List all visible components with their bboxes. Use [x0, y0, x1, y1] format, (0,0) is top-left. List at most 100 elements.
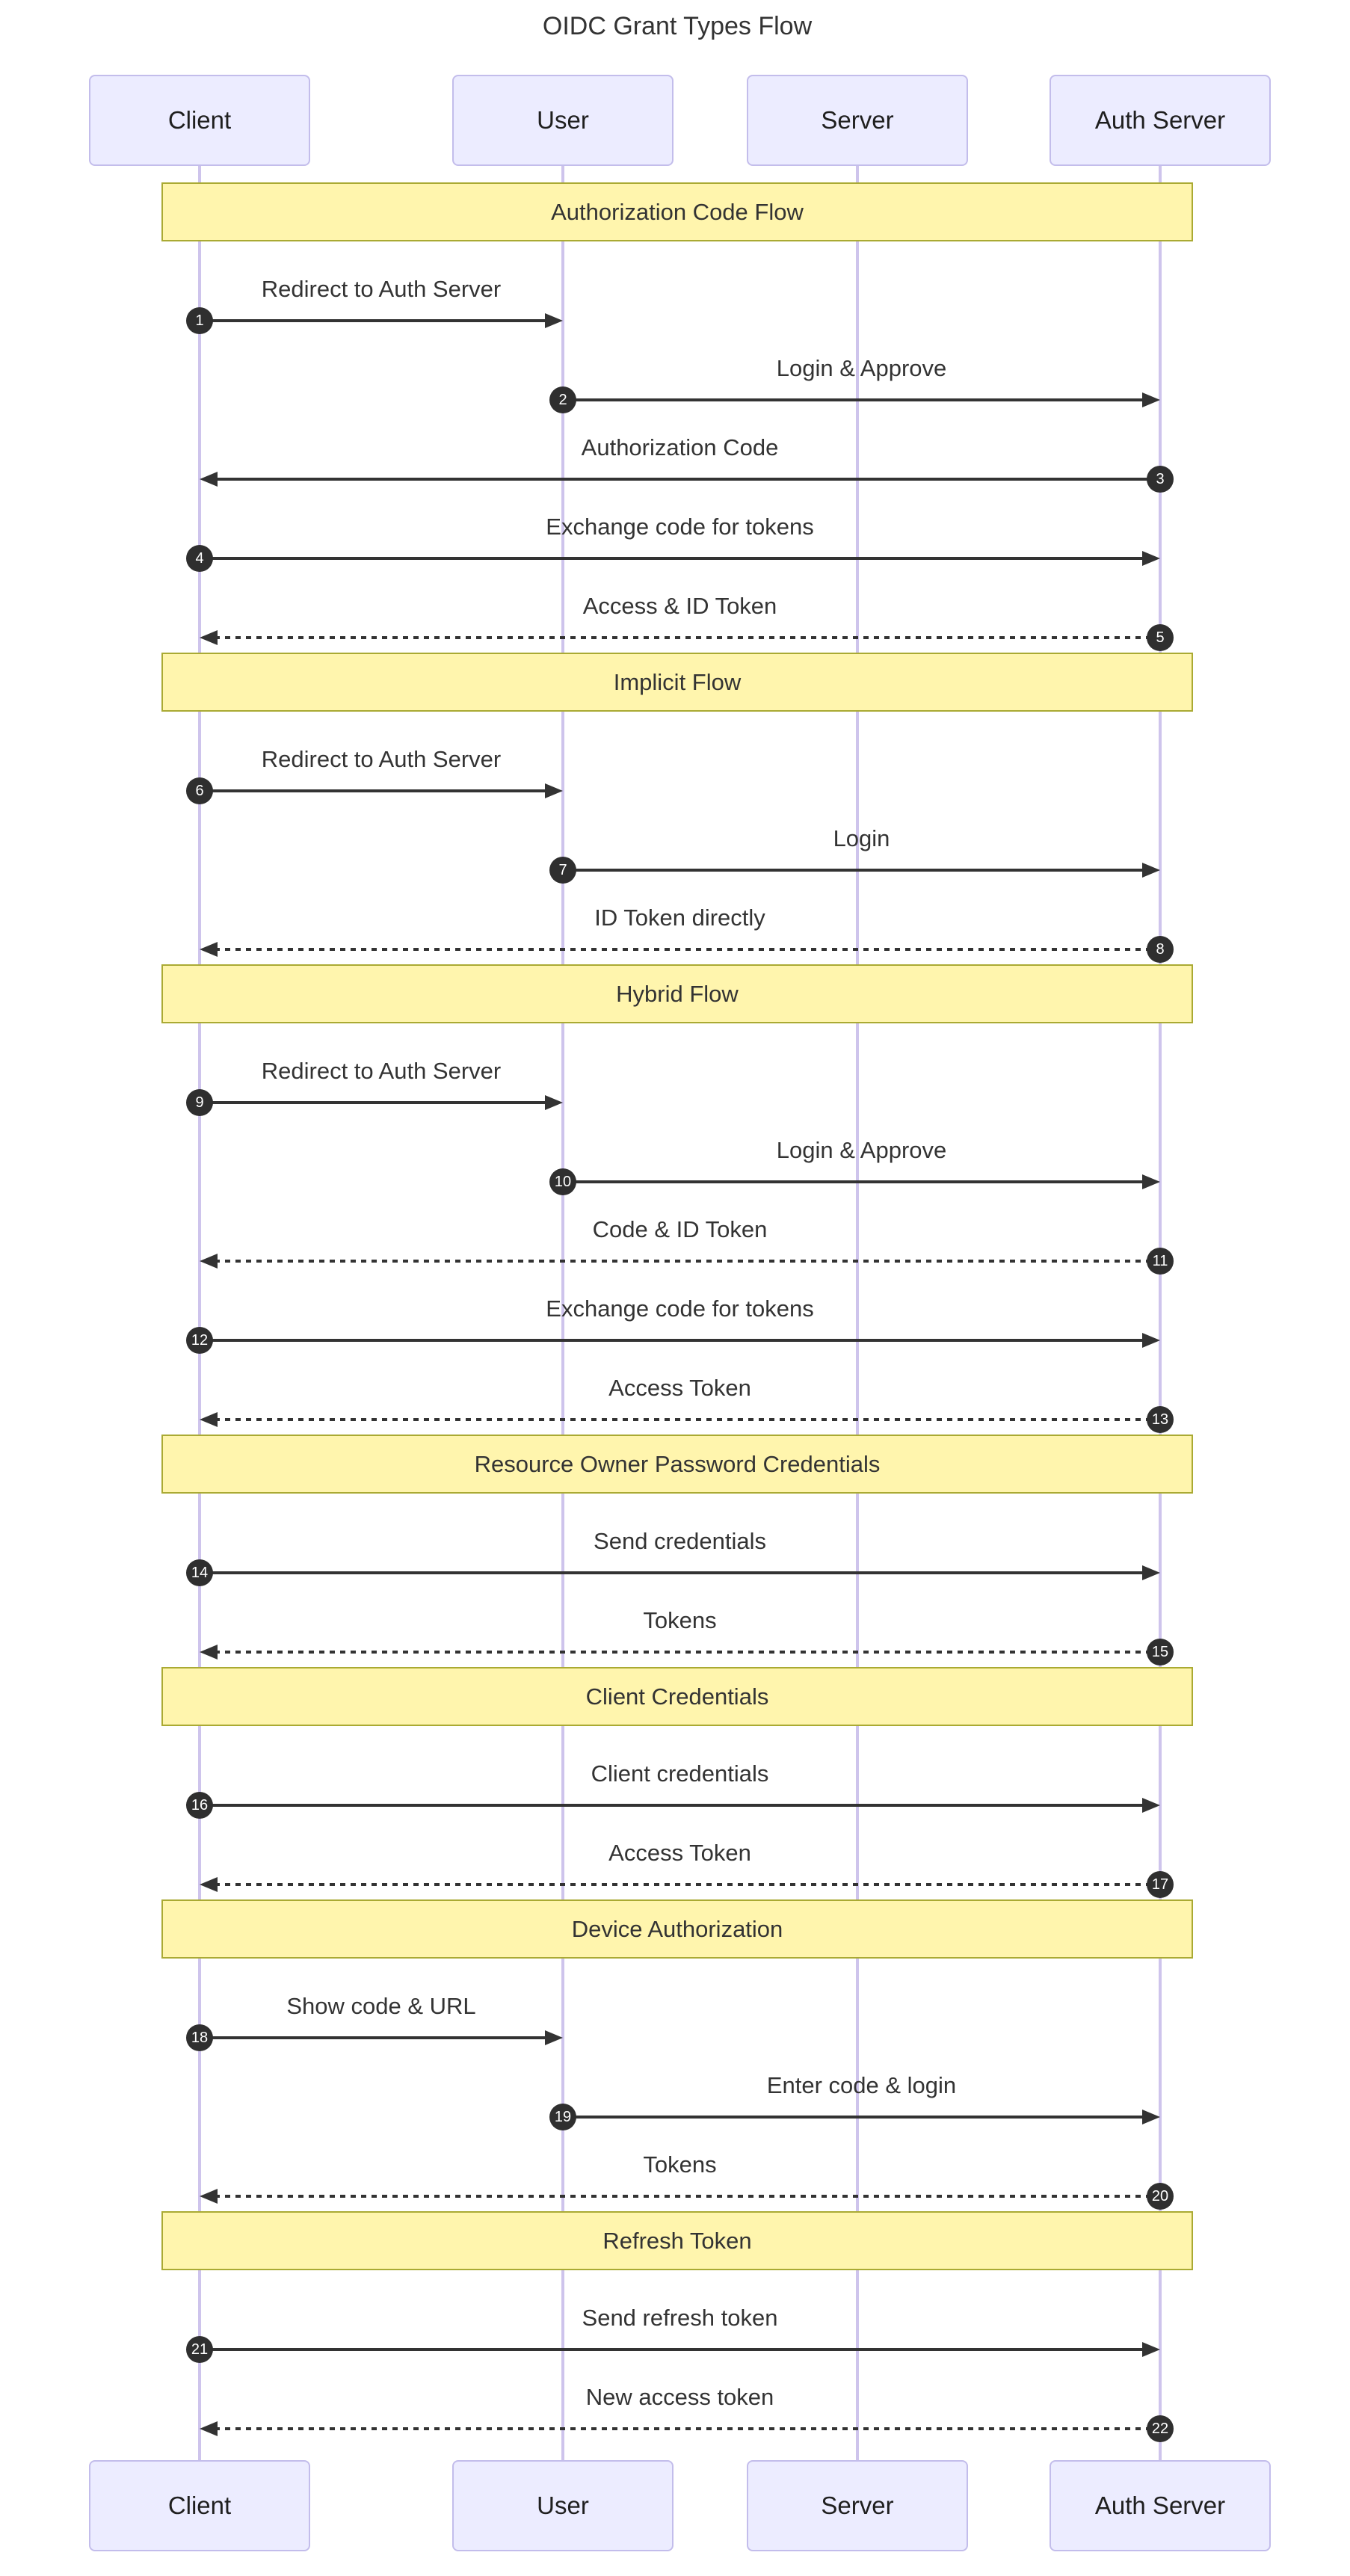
message-line: [215, 478, 1160, 481]
message-line: [215, 948, 1160, 951]
arrowhead-right-icon: [1142, 2110, 1160, 2124]
message-label: Send credentials: [594, 1528, 766, 1554]
message-line: [215, 1260, 1160, 1263]
message-label: Access Token: [608, 1840, 751, 1866]
message-number-badge: 18: [186, 2024, 213, 2051]
actor-box-bottom-client: Client: [89, 2460, 310, 2551]
message-label: Send refresh token: [582, 2305, 778, 2331]
message-number-badge: 16: [186, 1792, 213, 1819]
message-line: [200, 2348, 1145, 2351]
section-banner: Authorization Code Flow: [161, 182, 1193, 241]
message-label: ID Token directly: [594, 905, 765, 931]
message-line: [563, 869, 1145, 872]
actor-box-top-server: Server: [747, 75, 968, 166]
arrowhead-left-icon: [200, 1412, 218, 1427]
message-label: Login & Approve: [776, 1137, 947, 1163]
section-title: Refresh Token: [602, 2227, 752, 2254]
message-line: [215, 1651, 1160, 1654]
message-line: [200, 1804, 1145, 1807]
message-number-badge: 4: [186, 545, 213, 572]
message-line: [215, 2427, 1160, 2430]
arrowhead-left-icon: [200, 942, 218, 957]
message-number-badge: 21: [186, 2336, 213, 2363]
message-label: Tokens: [643, 1607, 717, 1633]
section-banner: Hybrid Flow: [161, 964, 1193, 1023]
actor-label: Server: [821, 106, 894, 134]
section-banner: Client Credentials: [161, 1667, 1193, 1726]
message-number-badge: 2: [549, 386, 576, 413]
message-number-badge: 19: [549, 2104, 576, 2130]
section-title: Client Credentials: [585, 1683, 769, 1710]
message-line: [215, 1418, 1160, 1421]
actor-box-bottom-auth: Auth Server: [1050, 2460, 1271, 2551]
message-line: [200, 2036, 548, 2039]
arrowhead-left-icon: [200, 1877, 218, 1892]
lifeline-client: [198, 163, 201, 2463]
message-label: Exchange code for tokens: [546, 1295, 814, 1322]
message-label: Code & ID Token: [592, 1216, 768, 1242]
message-number-badge: 14: [186, 1559, 213, 1586]
arrowhead-right-icon: [545, 1095, 563, 1110]
arrowhead-right-icon: [1142, 2342, 1160, 2357]
diagram-title: OIDC Grant Types Flow: [542, 12, 813, 40]
message-number-badge: 3: [1147, 466, 1174, 493]
lifeline-auth: [1159, 163, 1162, 2463]
arrowhead-left-icon: [200, 1254, 218, 1269]
arrowhead-right-icon: [545, 783, 563, 798]
actor-box-top-client: Client: [89, 75, 310, 166]
message-label: Login: [833, 825, 890, 851]
message-label: Access Token: [608, 1375, 751, 1401]
message-line: [563, 398, 1145, 401]
actor-label: Client: [167, 2492, 232, 2519]
actor-box-bottom-user: User: [452, 2460, 674, 2551]
message-line: [200, 1101, 548, 1104]
actor-label: User: [537, 106, 589, 134]
message-number-badge: 1: [186, 307, 213, 334]
section-banner: Resource Owner Password Credentials: [161, 1435, 1193, 1494]
lifeline-user: [561, 163, 564, 2463]
arrowhead-right-icon: [1142, 1333, 1160, 1348]
section-title: Resource Owner Password Credentials: [474, 1450, 881, 1477]
actor-box-top-user: User: [452, 75, 674, 166]
message-number-badge: 20: [1147, 2183, 1174, 2210]
arrowhead-right-icon: [1142, 551, 1160, 566]
arrowhead-right-icon: [1142, 863, 1160, 878]
message-number-badge: 10: [549, 1168, 576, 1195]
message-line: [215, 1883, 1160, 1886]
message-number-badge: 8: [1147, 936, 1174, 963]
section-title: Device Authorization: [571, 1915, 783, 1942]
message-number-badge: 17: [1147, 1871, 1174, 1898]
message-number-badge: 6: [186, 777, 213, 804]
arrowhead-right-icon: [1142, 1565, 1160, 1580]
actor-box-bottom-server: Server: [747, 2460, 968, 2551]
message-label: Redirect to Auth Server: [261, 746, 502, 772]
message-label: Show code & URL: [286, 1993, 476, 2019]
message-number-badge: 7: [549, 857, 576, 884]
section-title: Implicit Flow: [613, 668, 742, 695]
arrowhead-left-icon: [200, 2421, 218, 2436]
actor-label: Auth Server: [1094, 106, 1226, 134]
message-line: [563, 1180, 1145, 1183]
message-line: [200, 789, 548, 792]
message-label: Tokens: [643, 2151, 717, 2178]
message-line: [215, 636, 1160, 639]
message-label: Authorization Code: [581, 434, 779, 460]
message-line: [200, 1339, 1145, 1342]
message-number-badge: 11: [1147, 1248, 1174, 1275]
message-line: [563, 2116, 1145, 2119]
message-label: Login & Approve: [776, 355, 947, 381]
arrowhead-left-icon: [200, 472, 218, 487]
arrowhead-right-icon: [545, 313, 563, 328]
arrowhead-right-icon: [1142, 1174, 1160, 1189]
lifeline-server: [856, 163, 859, 2463]
message-number-badge: 22: [1147, 2415, 1174, 2442]
actor-label: Server: [821, 2492, 894, 2519]
arrowhead-right-icon: [545, 2030, 563, 2045]
actor-label: User: [537, 2492, 589, 2519]
section-banner: Refresh Token: [161, 2211, 1193, 2270]
arrowhead-left-icon: [200, 2189, 218, 2204]
message-label: Redirect to Auth Server: [261, 1058, 502, 1084]
section-title: Hybrid Flow: [616, 980, 739, 1007]
message-line: [200, 1571, 1145, 1574]
